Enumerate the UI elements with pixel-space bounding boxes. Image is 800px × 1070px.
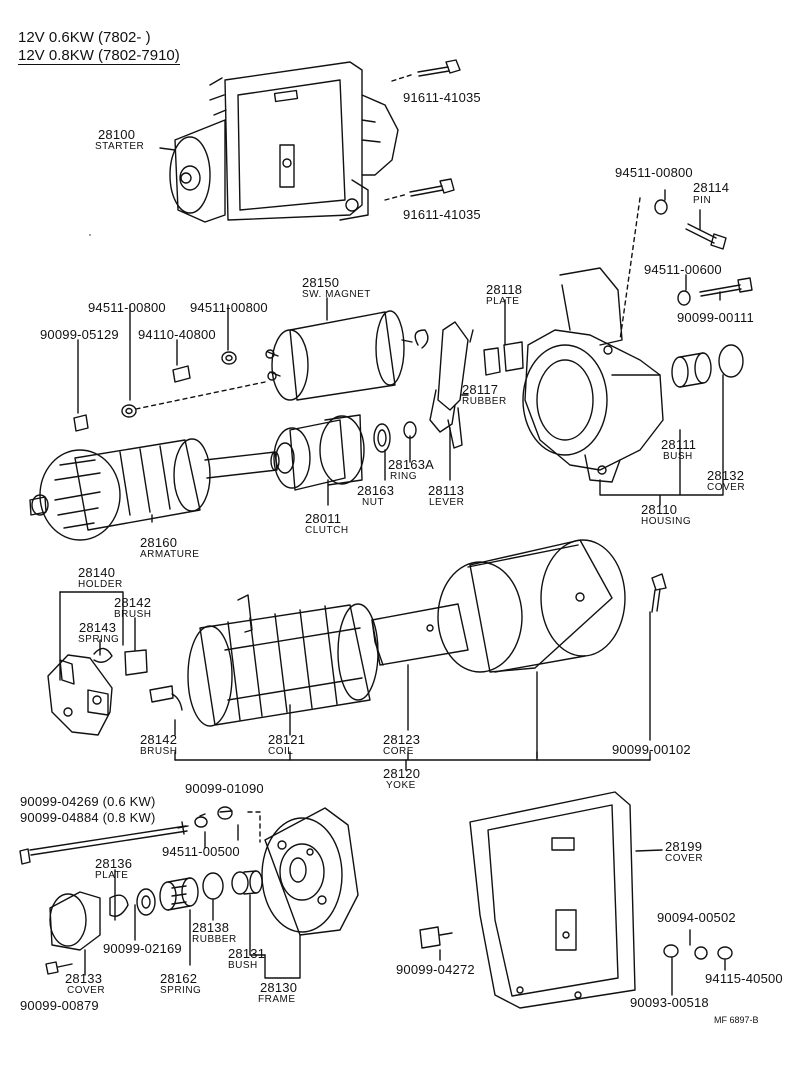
part-90093-00518: 90093-00518: [630, 995, 709, 1010]
clutch-ring-drawing: [273, 414, 391, 491]
part-28142-lower-number: 28142: [140, 732, 178, 747]
part-28163-number: 28163: [357, 483, 395, 498]
part-28163A-number: 28163A: [388, 457, 435, 472]
part-28113-name: LEVER: [429, 497, 465, 508]
part-28123-number: 28123: [383, 732, 421, 747]
part-28100-name: STARTER: [95, 141, 145, 152]
part-90099-00879: 90099-00879: [20, 998, 99, 1013]
part-28120-number: 28120: [383, 766, 421, 781]
part-28142-upper-name: BRUSH: [114, 609, 152, 620]
part-28163A-name: RING: [390, 471, 417, 482]
part-28160-number: 28160: [140, 535, 178, 550]
callout-lines: [59, 147, 724, 771]
part-94110-40800: 94110-40800: [138, 327, 216, 342]
part-90099-04272: 90099-04272: [396, 962, 475, 977]
field-coil-drawing: [187, 594, 379, 727]
part-28111-name: BUSH: [663, 451, 693, 462]
part-90099-04269: 90099-04269 (0.6 KW): [20, 794, 156, 809]
part-28133-number: 28133: [65, 971, 103, 986]
rear-cover-drawing: [419, 791, 733, 1009]
starter-assembly-drawing: [169, 61, 399, 223]
part-90099-05129: 90099-05129: [40, 327, 119, 342]
part-90099-00111: 90099-00111: [677, 310, 754, 325]
part-28113-number: 28113: [428, 483, 465, 498]
part-28143-name: SPRING: [78, 634, 120, 645]
part-28117-name: RUBBER: [462, 396, 507, 407]
part-94511-00500: 94511-00500: [162, 844, 240, 859]
spec-line-2: 12V 0.8KW (7802-7910): [18, 47, 180, 65]
part-28121-name: COIL: [268, 746, 294, 757]
armature-drawing: [29, 438, 280, 541]
part-90099-00102: 90099-00102: [612, 742, 691, 757]
part-28130-number: 28130: [260, 980, 298, 995]
part-28136-number: 28136: [95, 856, 133, 871]
housing-drawing: [522, 197, 664, 483]
part-28150-name: SW. MAGNET: [302, 289, 371, 300]
part-90099-01090: 90099-01090: [185, 781, 264, 796]
part-28138-name: RUBBER: [192, 934, 237, 945]
part-91611-41035-lower: 91611-41035: [403, 207, 481, 222]
part-28132-name: COVER: [707, 482, 746, 493]
part-28121-number: 28121: [268, 732, 306, 747]
part-28100-number: 28100: [98, 127, 136, 142]
part-28143-number: 28143: [79, 620, 117, 635]
part-28140-name: HOLDER: [78, 579, 123, 590]
part-94511-00800-mid: 94511-00800: [190, 300, 268, 315]
part-28131-name: BUSH: [228, 960, 258, 971]
part-28140-number: 28140: [78, 565, 116, 580]
part-90094-00502: 90094-00502: [657, 910, 736, 925]
part-28114-number: 28114: [693, 180, 730, 195]
part-28133-name: COVER: [67, 985, 106, 996]
pole-core-drawing: [371, 603, 469, 666]
part-28118-number: 28118: [486, 282, 523, 297]
part-28120-name: YOKE: [386, 780, 416, 791]
part-28123-name: CORE: [383, 746, 414, 757]
part-28011-name: CLUTCH: [305, 525, 349, 536]
part-28136-name: PLATE: [95, 870, 129, 881]
part-28162-number: 28162: [160, 971, 198, 986]
part-90099-02169: 90099-02169: [103, 941, 182, 956]
part-90099-04884: 90099-04884 (0.8 KW): [20, 810, 156, 825]
part-28011-number: 28011: [305, 511, 342, 526]
part-94115-40500: 94115-40500: [705, 971, 783, 986]
part-28130-name: FRAME: [258, 994, 296, 1005]
yoke-drawing: [437, 539, 667, 673]
bolt-91611-drawings: [384, 59, 461, 201]
nuts-washers-drawing: [73, 351, 266, 432]
part-28110-name: HOUSING: [641, 516, 692, 527]
pin-bolt-bush-cover-drawing: [654, 199, 753, 388]
part-94511-00600: 94511-00600: [644, 262, 722, 277]
part-28114-name: PIN: [693, 195, 712, 206]
part-28199-name: COVER: [665, 853, 704, 864]
part-28118-name: PLATE: [486, 296, 520, 307]
part-28117-number: 28117: [462, 382, 499, 397]
part-28199-number: 28199: [665, 839, 703, 854]
part-94511-00800-left: 94511-00800: [88, 300, 166, 315]
part-28162-name: SPRING: [160, 985, 202, 996]
part-28111-number: 28111: [661, 437, 697, 452]
part-28138-number: 28138: [192, 920, 230, 935]
part-28142-lower-name: BRUSH: [140, 746, 178, 757]
brush-holder-drawing: [47, 647, 183, 736]
part-94511-00800-top: 94511-00800: [615, 165, 693, 180]
magnet-switch-drawing: [265, 310, 429, 401]
lower-callout-lines: [84, 824, 726, 996]
part-28150-number: 28150: [302, 275, 340, 290]
lever-plate-drawing: [403, 321, 524, 449]
part-91611-41035-upper: 91611-41035: [403, 90, 481, 105]
through-bolt-drawing: [19, 821, 189, 865]
part-28110-number: 28110: [641, 502, 678, 517]
spec-line-1: 12V 0.6KW (7802- ): [18, 29, 151, 46]
end-parts-drawing: [45, 870, 263, 975]
part-28132-number: 28132: [707, 468, 745, 483]
drawing-reference: MF 6897-B: [714, 1015, 759, 1025]
part-28160-name: ARMATURE: [140, 549, 200, 560]
part-28131-number: 28131: [228, 946, 266, 961]
frame-drawing: [194, 806, 359, 936]
part-28163-name: NUT: [362, 497, 385, 508]
part-28142-upper-number: 28142: [114, 595, 152, 610]
